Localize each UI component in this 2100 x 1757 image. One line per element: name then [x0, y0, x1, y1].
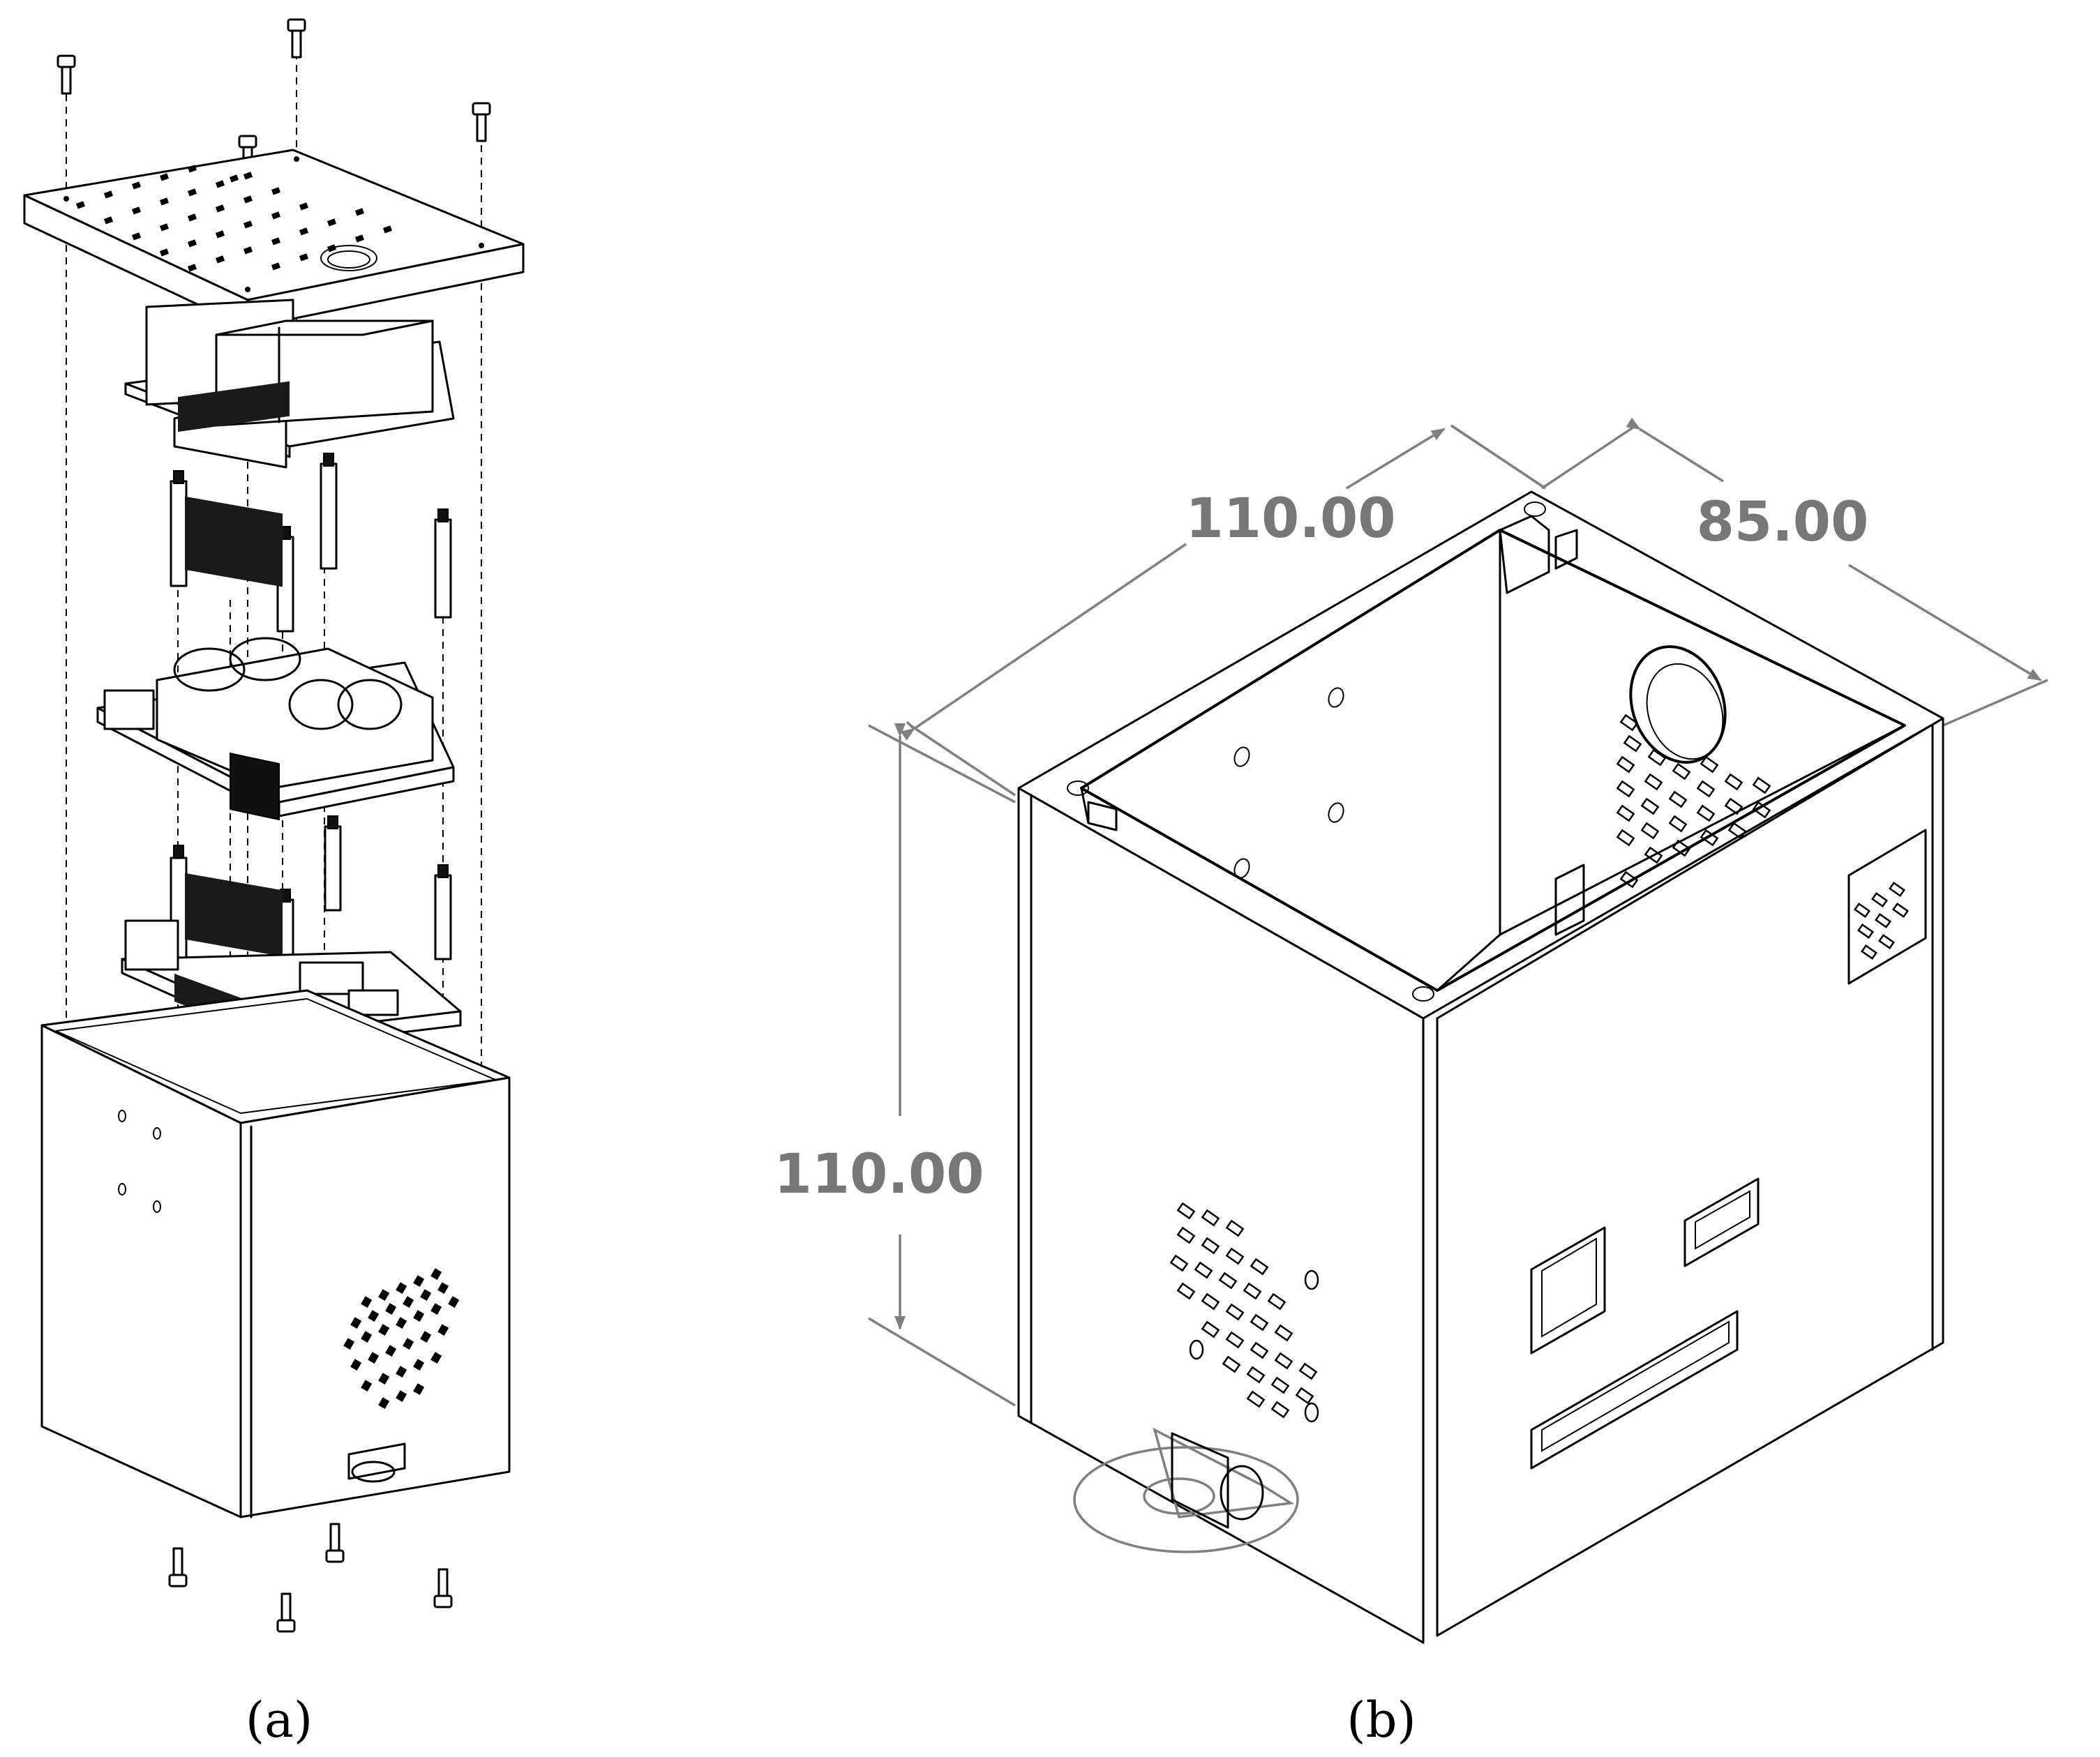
header-pins [178, 381, 290, 432]
dimension-depth-label: 85.00 [1697, 491, 1869, 554]
dimension-width-label: 110.00 [1186, 488, 1396, 550]
standoffs-upper [170, 453, 452, 633]
bottom-port [1073, 1427, 1299, 1553]
side-vent-grid [1169, 1202, 1319, 1423]
front-port-cutout [347, 1442, 406, 1483]
enclosure-dimensioned-view: 110.00 85.00 110.00 (b) [774, 417, 2048, 1749]
screw [433, 1568, 453, 1608]
panel-b-caption: (b) [1347, 1691, 1416, 1749]
top-screws [57, 18, 491, 175]
side-mount-holes [118, 1110, 161, 1213]
screw [325, 1523, 345, 1563]
enclosure-box [1017, 490, 1944, 1644]
battery-board [96, 637, 455, 821]
screw [57, 54, 76, 95]
dimension-height-label: 110.00 [774, 1143, 984, 1206]
bottom-screws [168, 1523, 453, 1633]
panel-a-caption: (a) [246, 1691, 313, 1749]
exploded-assembly-view: (a) [23, 18, 525, 1749]
top-board-module [124, 299, 455, 469]
enclosure-body [40, 989, 511, 1518]
screw [287, 18, 306, 59]
dimension-lines [868, 417, 2048, 1407]
front-cutouts [1530, 829, 1927, 1470]
screw [472, 102, 491, 142]
lid-vent-holes [75, 165, 393, 272]
front-vent-grid [343, 1268, 460, 1410]
screw [276, 1592, 296, 1633]
ribbon-connector [185, 496, 283, 587]
screw [168, 1547, 188, 1588]
right-vent-grid [1854, 882, 1909, 960]
perforated-lid [23, 149, 525, 329]
rear-vent-grid [1616, 714, 1771, 889]
